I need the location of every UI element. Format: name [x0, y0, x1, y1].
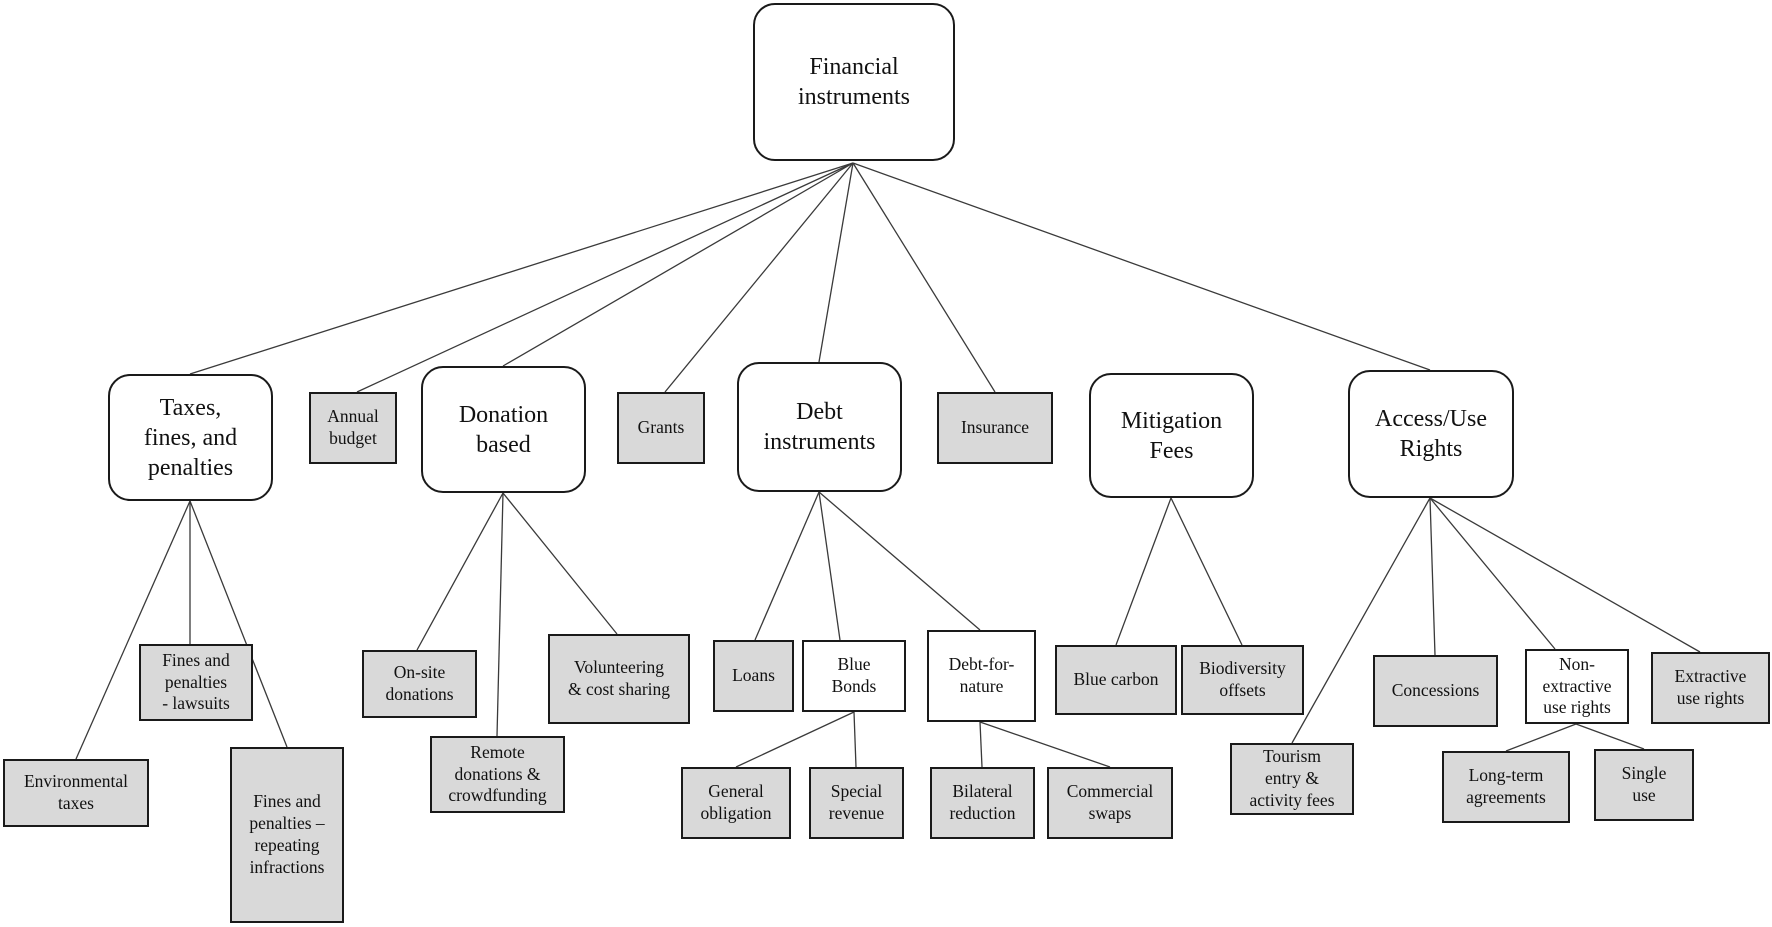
edge-blue-bonds-to-special-revenue — [853, 711, 857, 768]
node-long-term: Long-term agreements — [1442, 751, 1570, 823]
node-volunteering: Volunteering & cost sharing — [548, 634, 690, 724]
edge-access-to-extractive — [1429, 497, 1701, 653]
edge-taxes-to-fines-repeating — [189, 500, 288, 748]
node-debt: Debt instruments — [737, 362, 902, 492]
node-remote: Remote donations & crowdfunding — [430, 736, 565, 813]
node-blue-carbon: Blue carbon — [1055, 645, 1177, 715]
edge-access-to-tourism — [1291, 497, 1431, 744]
edge-donation-to-onsite — [416, 492, 504, 651]
node-extractive: Extractive use rights — [1651, 652, 1770, 724]
edge-debt-for-nature-to-commercial — [979, 721, 1111, 768]
edge-access-to-non-extractive — [1429, 497, 1556, 650]
node-non-extractive: Non- extractive use rights — [1525, 649, 1629, 724]
node-grants: Grants — [617, 392, 705, 464]
edge-root-to-debt — [818, 162, 854, 363]
edge-mitigation-to-biodiversity — [1170, 497, 1243, 646]
edge-root-to-annual-budget — [356, 162, 854, 393]
node-root: Financial instruments — [753, 3, 955, 161]
node-annual-budget: Annual budget — [309, 392, 397, 464]
edge-root-to-access — [852, 162, 1431, 371]
node-biodiversity: Biodiversity offsets — [1181, 645, 1304, 715]
node-fines-lawsuits: Fines and penalties - lawsuits — [139, 644, 253, 721]
node-insurance: Insurance — [937, 392, 1053, 464]
node-loans: Loans — [713, 640, 794, 712]
node-env-taxes: Environmental taxes — [3, 759, 149, 827]
node-single-use: Single use — [1594, 749, 1694, 821]
edge-debt-for-nature-to-bilateral — [979, 721, 983, 768]
node-commercial: Commercial swaps — [1047, 767, 1173, 839]
node-special-revenue: Special revenue — [809, 767, 904, 839]
edge-mitigation-to-blue-carbon — [1115, 497, 1172, 646]
edge-root-to-grants — [664, 162, 854, 393]
edge-taxes-to-env-taxes — [75, 500, 191, 760]
node-tourism: Tourism entry & activity fees — [1230, 743, 1354, 815]
edge-non-extractive-to-long-term — [1505, 723, 1577, 752]
edge-root-to-taxes — [189, 162, 854, 375]
edge-debt-to-loans — [754, 491, 820, 641]
edge-debt-to-debt-for-nature — [818, 491, 981, 631]
edge-root-to-insurance — [852, 162, 996, 393]
edge-donation-to-volunteering — [502, 492, 618, 635]
edge-donation-to-remote — [496, 492, 504, 737]
edge-access-to-concessions — [1429, 497, 1436, 656]
node-mitigation: Mitigation Fees — [1089, 373, 1254, 498]
edge-blue-bonds-to-general-obligation — [735, 711, 855, 768]
node-concessions: Concessions — [1373, 655, 1498, 727]
node-taxes: Taxes, fines, and penalties — [108, 374, 273, 501]
edge-non-extractive-to-single-use — [1575, 723, 1645, 750]
node-bilateral: Bilateral reduction — [930, 767, 1035, 839]
edge-root-to-donation — [502, 162, 854, 367]
node-donation: Donation based — [421, 366, 586, 493]
node-general-obligation: General obligation — [681, 767, 791, 839]
node-blue-bonds: Blue Bonds — [802, 640, 906, 712]
node-debt-for-nature: Debt-for- nature — [927, 630, 1036, 722]
node-access: Access/Use Rights — [1348, 370, 1514, 498]
node-fines-repeating: Fines and penalties – repeating infracti… — [230, 747, 344, 923]
node-onsite: On-site donations — [362, 650, 477, 718]
edge-debt-to-blue-bonds — [818, 491, 841, 641]
